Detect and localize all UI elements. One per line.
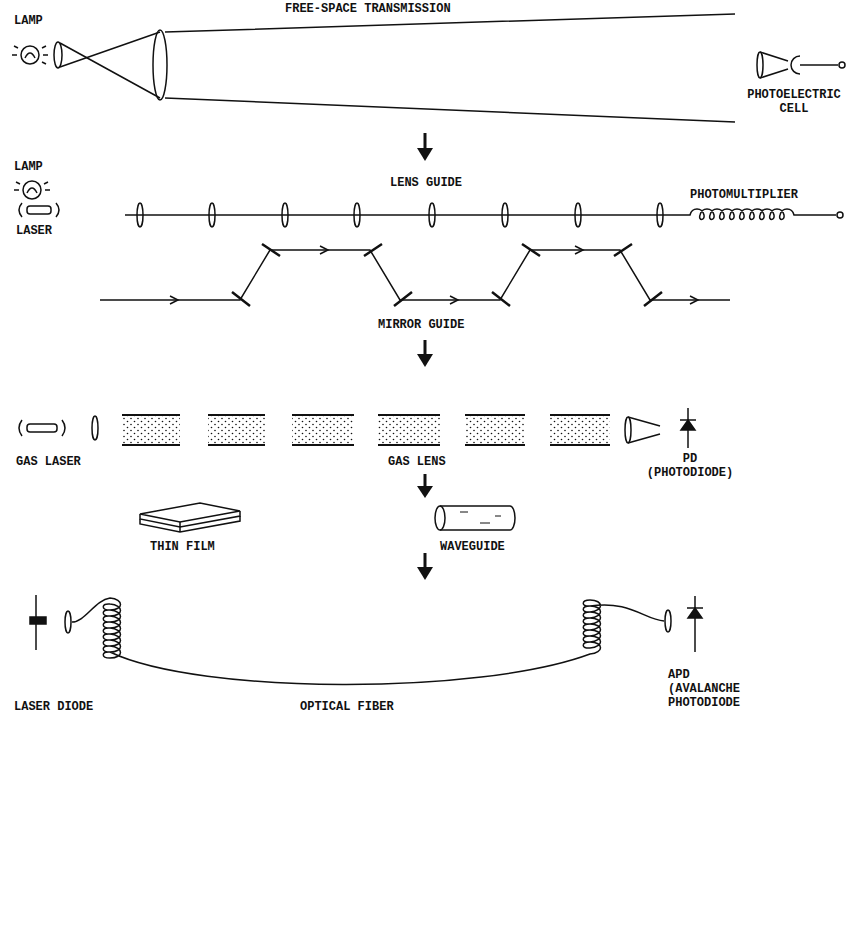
component-label: LASER [16, 224, 52, 238]
component-label: WAVEGUIDE [440, 540, 505, 554]
photodiode-icon [625, 408, 696, 448]
gas-laser-icon [19, 420, 65, 436]
component-label: APD (AVALANCHE PHOTODIODE [668, 668, 752, 710]
lens [153, 30, 167, 100]
component-label: THIN FILM [150, 540, 215, 554]
gas-lens-tubes [122, 415, 610, 445]
lens-series [137, 203, 663, 227]
optical-axis [125, 214, 672, 216]
component-label: LAMP [14, 160, 43, 174]
down-arrow [417, 553, 433, 580]
component-label: GAS LENS [388, 455, 446, 469]
component-label: MIRROR GUIDE [378, 318, 464, 332]
light-rays [60, 32, 160, 98]
laser-diode-icon [30, 595, 46, 650]
component-label: PHOTOMULTIPLIER [690, 188, 798, 202]
optical-fiber [72, 598, 664, 685]
down-arrow [417, 474, 433, 498]
component-label: PHOTOELECTRIC CELL [742, 88, 846, 116]
component-label: FREE-SPACE TRANSMISSION [285, 2, 451, 16]
component-label: OPTICAL FIBER [300, 700, 394, 714]
component-label: GAS LASER [16, 455, 81, 469]
lamp-icon [14, 181, 50, 199]
component-label: LAMP [14, 14, 43, 28]
lens [65, 611, 71, 633]
photoelectric-cell-icon [757, 52, 845, 78]
waveguide-icon [435, 506, 515, 530]
lens [54, 42, 62, 68]
lens [92, 416, 98, 440]
thin-film-icon [140, 503, 240, 532]
component-label: LENS GUIDE [390, 176, 462, 190]
down-arrow [417, 340, 433, 367]
laser-icon [19, 203, 59, 217]
down-arrow [417, 133, 433, 161]
apd-icon [687, 596, 703, 652]
beam [165, 14, 735, 122]
lens [665, 610, 671, 632]
mirror-guide [100, 244, 730, 306]
component-label: PD (PHOTODIODE) [640, 452, 740, 480]
lamp-icon [12, 46, 48, 64]
photomultiplier-icon [672, 209, 843, 220]
component-label: LASER DIODE [14, 700, 93, 714]
